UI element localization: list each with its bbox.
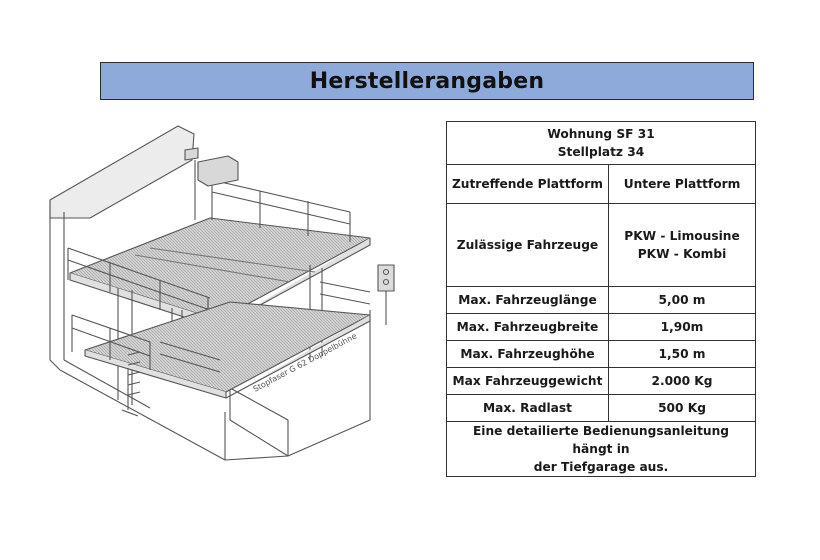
specs-header-row: Wohnung SF 31 Stellplatz 34: [446, 121, 756, 165]
page-title: Herstellerangaben: [309, 68, 545, 94]
platform-label: Zutreffende Plattform: [446, 164, 609, 204]
spec-label: Max. Radlast: [446, 394, 609, 422]
spec-value: 2.000 Kg: [608, 367, 756, 395]
parking-space-label: Stellplatz 34: [557, 145, 645, 159]
table-row: Max. Fahrzeuglänge 5,00 m: [446, 286, 756, 314]
apartment-label: Wohnung SF 31: [547, 127, 655, 141]
spec-label: Max. Fahrzeughöhe: [446, 340, 609, 368]
specs-table: Wohnung SF 31 Stellplatz 34 Zutreffende …: [446, 121, 756, 477]
note-line: der Tiefgarage aus.: [533, 460, 669, 474]
table-row: Zutreffende Plattform Untere Plattform: [446, 164, 756, 204]
spec-label: Max. Fahrzeuglänge: [446, 286, 609, 314]
instruction-note: Eine detailierte Bedienungsanleitung hän…: [446, 421, 756, 477]
spec-value: 500 Kg: [608, 394, 756, 422]
title-bar: Herstellerangaben: [100, 62, 754, 100]
vehicle-type: PKW - Kombi: [637, 247, 727, 261]
vehicles-label: Zulässige Fahrzeuge: [446, 203, 609, 287]
table-row: Max. Fahrzeugbreite 1,90m: [446, 313, 756, 341]
platform-value: Untere Plattform: [608, 164, 756, 204]
spec-value: 1,90m: [608, 313, 756, 341]
vehicles-value: PKW - Limousine PKW - Kombi: [608, 203, 756, 287]
spec-label: Max Fahrzeuggewicht: [446, 367, 609, 395]
parking-platform-drawing: Stopfaser G 62 Doppelbühne: [49, 125, 395, 461]
spec-label: Max. Fahrzeugbreite: [446, 313, 609, 341]
spec-value: 1,50 m: [608, 340, 756, 368]
specs-header: Wohnung SF 31 Stellplatz 34: [446, 121, 756, 165]
table-row: Max. Radlast 500 Kg: [446, 394, 756, 422]
note-line: Eine detailierte Bedienungsanleitung hän…: [472, 424, 730, 456]
table-row: Max. Fahrzeughöhe 1,50 m: [446, 340, 756, 368]
table-row: Zulässige Fahrzeuge PKW - Limousine PKW …: [446, 203, 756, 287]
vehicle-type: PKW - Limousine: [624, 229, 740, 243]
note-row: Eine detailierte Bedienungsanleitung hän…: [446, 421, 756, 477]
spec-value: 5,00 m: [608, 286, 756, 314]
table-row: Max Fahrzeuggewicht 2.000 Kg: [446, 367, 756, 395]
